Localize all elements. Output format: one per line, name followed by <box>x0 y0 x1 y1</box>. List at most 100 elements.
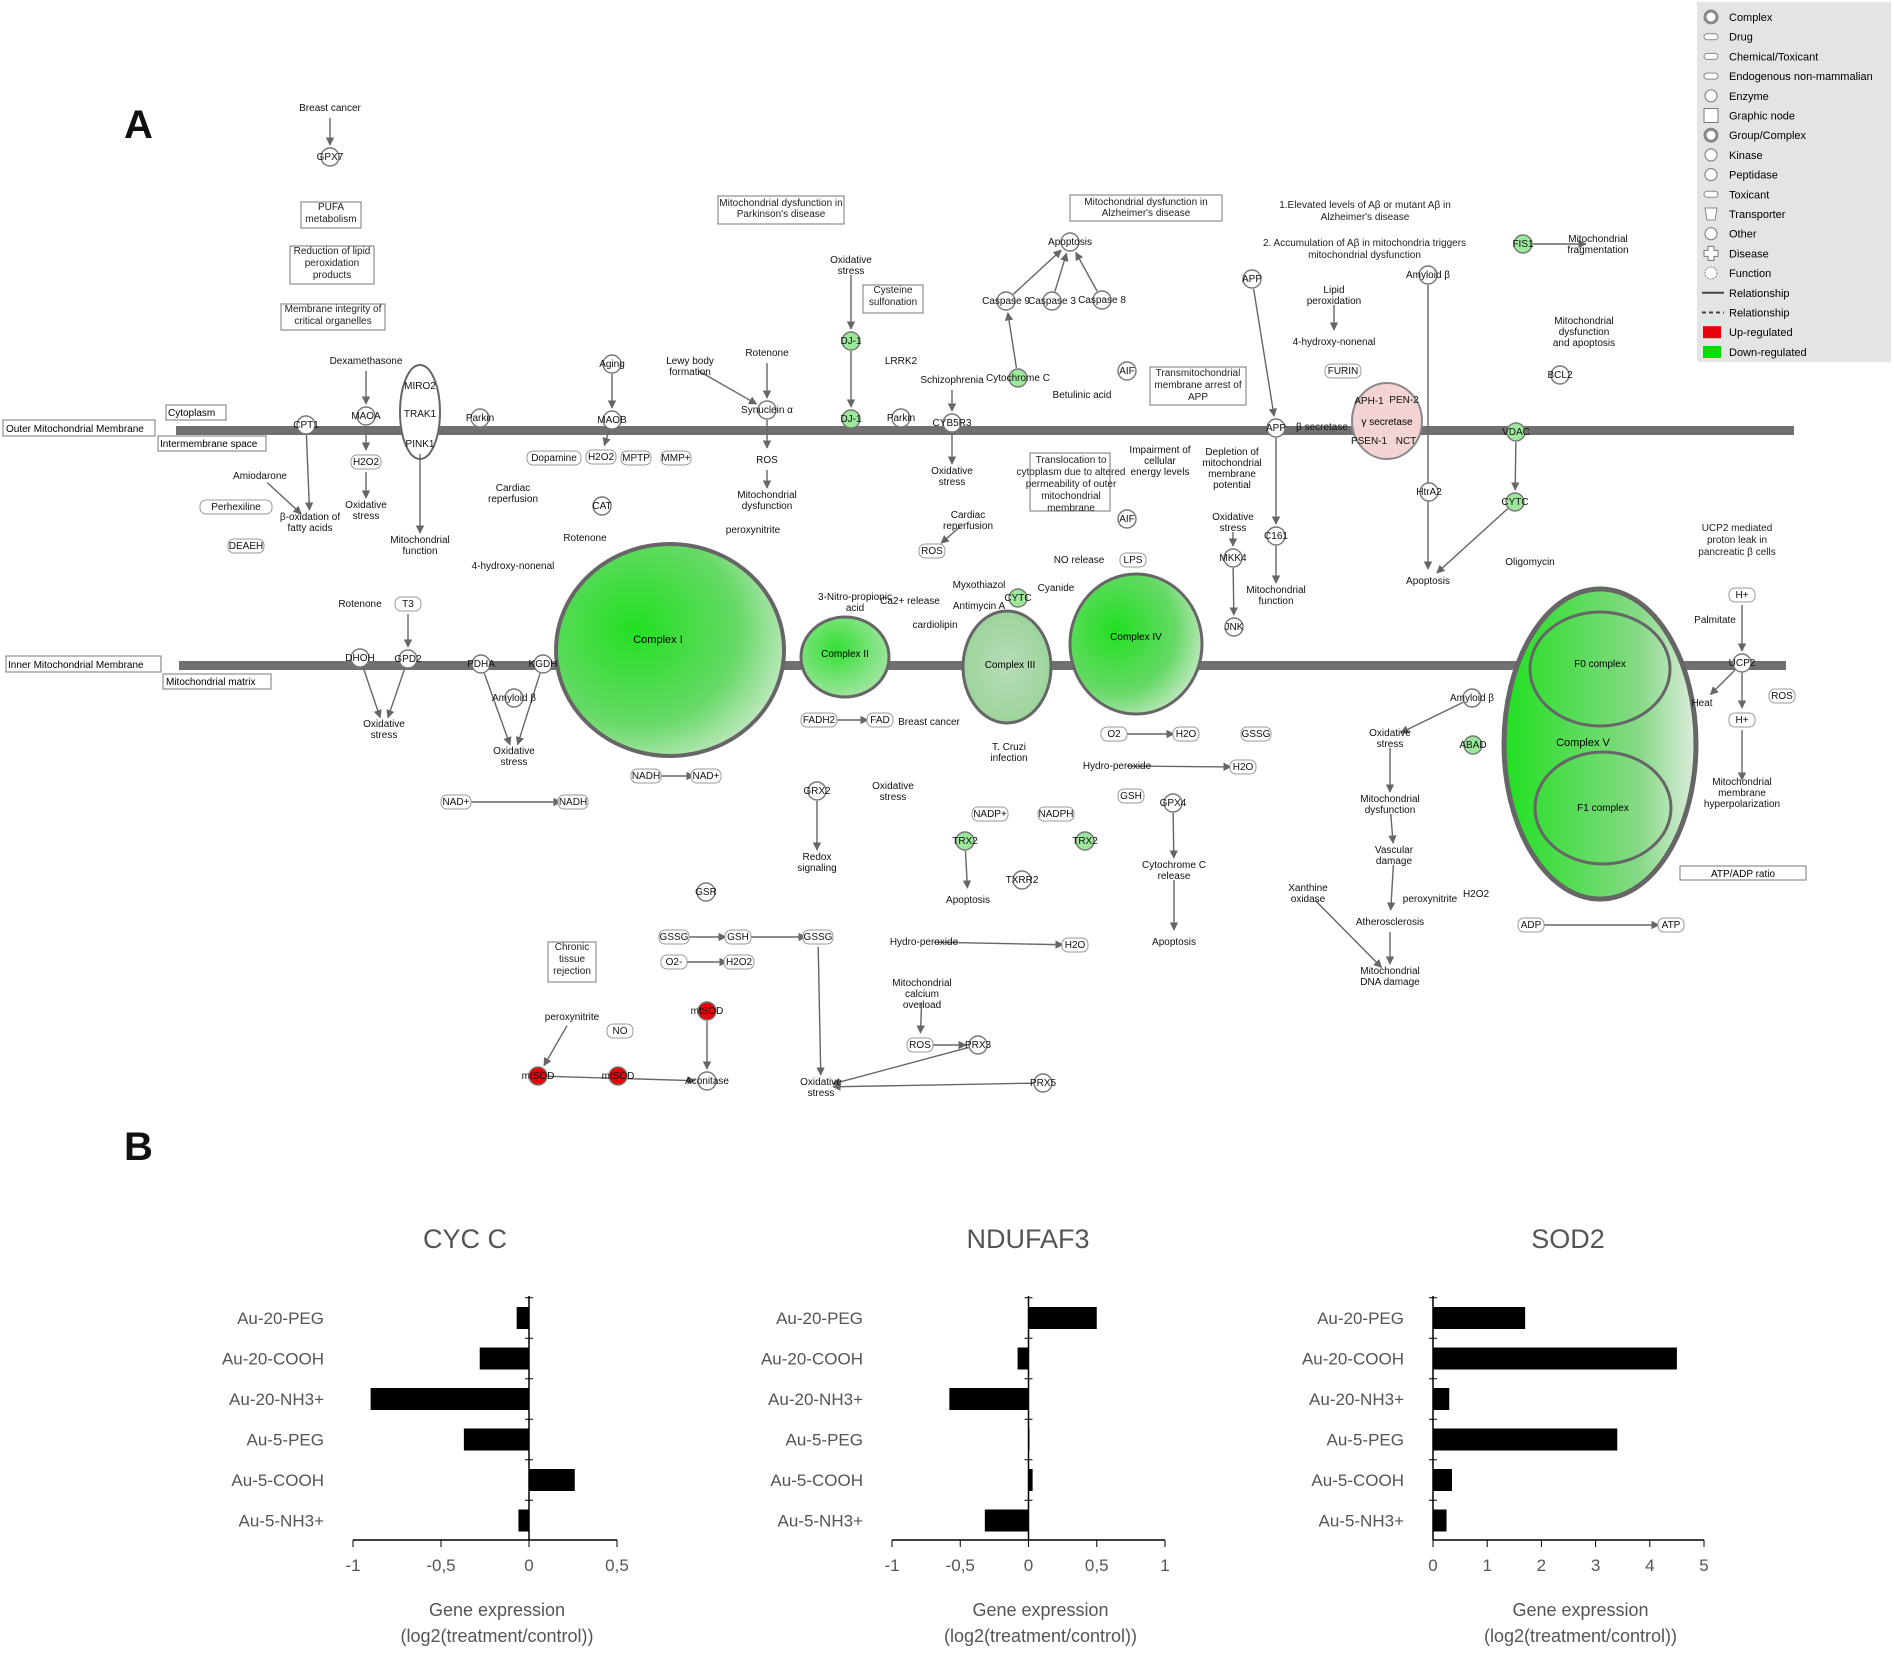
node-dj1-b: DJ-1 <box>840 409 862 429</box>
node-apoptosis-a: Apoptosis <box>1048 232 1092 252</box>
node-label: LPS <box>1124 555 1143 566</box>
node-trak1: TRAK1 <box>404 409 437 420</box>
node-label: cardiolipin <box>912 620 957 631</box>
node-label: H2O <box>1233 762 1254 773</box>
node-synuclein: Synuclein α <box>741 400 793 420</box>
node-label: Amyloid β <box>492 693 536 704</box>
legend-item: Relationship <box>1702 288 1790 300</box>
node-casp9: Caspase 9 <box>982 291 1030 311</box>
translocation-text: Translocation to cytoplasm due to altere… <box>1017 455 1126 513</box>
node-cardiolipin: cardiolipin <box>912 620 957 631</box>
charts: CYC CAu-20-PEGAu-20-COOHAu-20-NH3+Au-5-P… <box>222 1224 1709 1646</box>
node-label: AIF <box>1119 514 1135 525</box>
relationship-edge <box>515 673 541 746</box>
atp-adp-box <box>1679 865 1807 881</box>
node-shape <box>968 1035 988 1055</box>
category-label: Au-20-PEG <box>776 1309 863 1328</box>
node-gssg-c: GSSG <box>802 929 834 945</box>
relationship-edge <box>1400 701 1464 734</box>
legend-item: Endogenous non-mammalian <box>1703 71 1873 83</box>
node-h2o2-a: H2O2 <box>350 454 382 470</box>
node-label: Heat <box>1691 698 1712 709</box>
bar-chart-2: SOD2Au-20-PEGAu-20-COOHAu-20-NH3+Au-5-PE… <box>1302 1224 1709 1646</box>
node-shape <box>660 450 692 466</box>
node-deaeh: DEAEH <box>227 538 265 554</box>
node-rotenone-a: Rotenone <box>563 533 607 544</box>
legend-item-label: Endogenous non-mammalian <box>1729 71 1873 83</box>
node-prx3: PRX3 <box>965 1035 991 1055</box>
node-h2o-b: H2O <box>1229 759 1257 775</box>
gamma-secretase <box>1351 382 1423 460</box>
category-label: Au-5-NH3+ <box>1318 1512 1404 1531</box>
node-label: CAT <box>592 501 611 512</box>
legend-item-label: Up-regulated <box>1729 327 1793 339</box>
node-label: NAD+ <box>693 771 720 782</box>
node-shape <box>1728 712 1756 728</box>
outer-membrane-label: Outer Mitochondrial Membrane <box>6 424 144 435</box>
node-label: Apoptosis <box>946 895 990 906</box>
node-label: NCT <box>1396 436 1417 447</box>
node-shape <box>602 354 622 374</box>
node-label: PRX5 <box>1030 1078 1057 1089</box>
legend-item: Relationship <box>1702 308 1790 320</box>
category-label: Au-5-PEG <box>247 1431 324 1450</box>
node-label: AIF <box>1119 366 1135 377</box>
node-shape <box>800 712 838 728</box>
legend-item-label: Disease <box>1729 248 1769 260</box>
node-label: Amyloid β <box>1406 270 1450 281</box>
bar-chart-1: NDUFAF3Au-20-PEGAu-20-COOHAu-20-NH3+Au-5… <box>761 1224 1170 1646</box>
node-txnr2: TXRR2 <box>1006 870 1039 890</box>
node-label: JNK <box>1225 622 1244 633</box>
node-label: DEAEH <box>229 541 263 552</box>
node-label: Caspase 8 <box>1078 295 1126 306</box>
node-label: TRAK1 <box>404 409 437 420</box>
node-label: 4-hydroxy-nonenal <box>472 561 555 572</box>
node-cytc-a: CYTC <box>1004 588 1032 608</box>
relationship-edge <box>362 667 382 719</box>
legend-item-label: Peptidase <box>1729 170 1778 182</box>
node-shape <box>1075 831 1095 851</box>
complex-i <box>554 542 786 758</box>
reduction-box <box>289 245 375 285</box>
node-maob: MAOB <box>597 410 627 430</box>
node-pink1: PINK1 <box>406 439 435 450</box>
node-shape <box>802 929 834 945</box>
node-shape <box>533 654 553 674</box>
bar <box>984 1509 1029 1532</box>
outer-membrane-bar <box>176 426 1794 435</box>
node-shape <box>1768 688 1796 704</box>
legend-item: Chemical/Toxicant <box>1703 51 1818 63</box>
intermembrane-label-box <box>157 435 267 452</box>
node-fadh2: FADH2 <box>800 712 838 728</box>
node-shape <box>841 331 861 351</box>
legend-item: Toxicant <box>1703 189 1769 201</box>
legend-item: Drug <box>1703 32 1753 44</box>
node-apoptosis-b: Apoptosis <box>1406 576 1450 587</box>
x-tick-label: 0,5 <box>605 1556 629 1575</box>
node-shape <box>807 781 827 801</box>
transporter-icon <box>1704 207 1718 221</box>
node-heat: Heat <box>1691 698 1712 709</box>
node-mkk4: MKK4 <box>1219 548 1247 568</box>
node-shape <box>296 415 316 435</box>
node-shape <box>841 409 861 429</box>
node-shape <box>350 648 370 668</box>
node-label: ABAD <box>1459 740 1486 751</box>
node-label: Perhexiline <box>211 502 261 513</box>
node-label: GSSG <box>660 932 689 943</box>
